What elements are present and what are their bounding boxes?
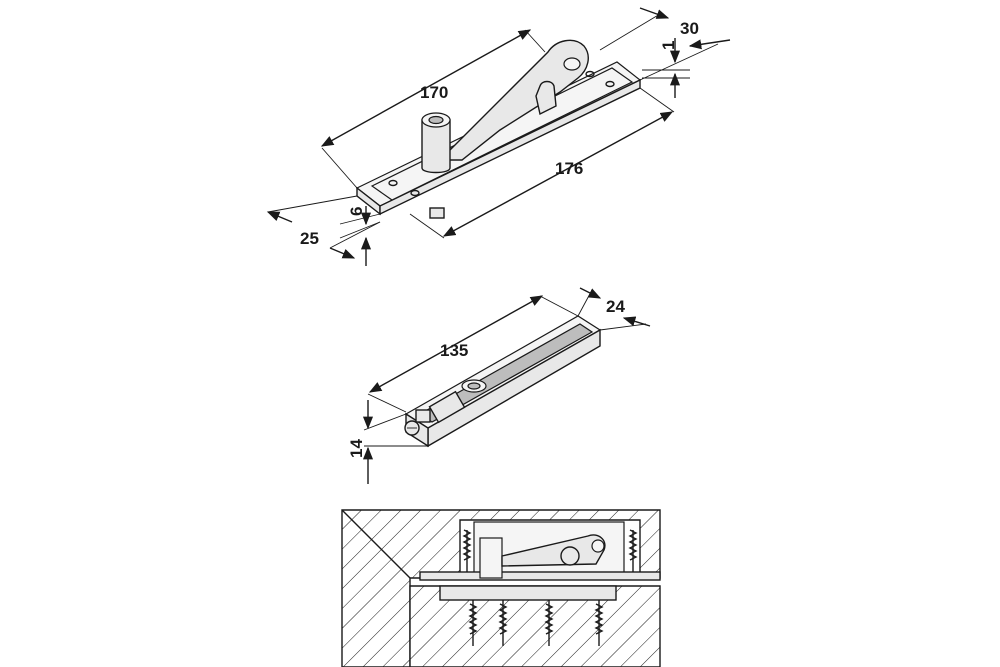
floor-housing [439, 585, 617, 601]
wall-section [341, 509, 661, 667]
bracket [535, 80, 557, 116]
screw-hole [605, 80, 615, 88]
screw-hole [410, 189, 420, 197]
pivot-pin [421, 119, 451, 174]
dim-thickness-left: 6 [347, 207, 366, 216]
arm-joint [560, 546, 580, 566]
dim-housing-width: 24 [606, 297, 625, 316]
end-cap [415, 409, 431, 423]
arm-pivot-hole [591, 539, 605, 553]
raised-plate [370, 67, 634, 201]
screws-top [462, 529, 638, 572]
arm-hole [563, 57, 581, 71]
pivot-plate-drawing: 170 30 1 176 6 25 [266, 7, 731, 266]
screw-hole [388, 179, 398, 187]
pivot-pin-bore [428, 115, 444, 125]
pivot-pin-section [479, 537, 503, 579]
dim-width-right: 30 [680, 19, 699, 38]
bottom-stub [429, 207, 445, 219]
screws-bottom [468, 600, 604, 646]
screw-hole [585, 70, 595, 78]
housing-drawing: 135 24 14 [347, 287, 651, 484]
installation-section [341, 509, 661, 667]
mechanism-block [428, 390, 466, 424]
bearing-bore [467, 382, 481, 390]
top-plate [419, 571, 661, 581]
dim-length-top: 170 [420, 83, 448, 102]
dim-length-bottom: 176 [555, 159, 583, 178]
dim-width-left: 25 [300, 229, 319, 248]
dim-housing-height: 14 [347, 439, 366, 458]
dim-housing-length: 135 [440, 341, 468, 360]
dim-thickness-right: 1 [659, 41, 678, 50]
